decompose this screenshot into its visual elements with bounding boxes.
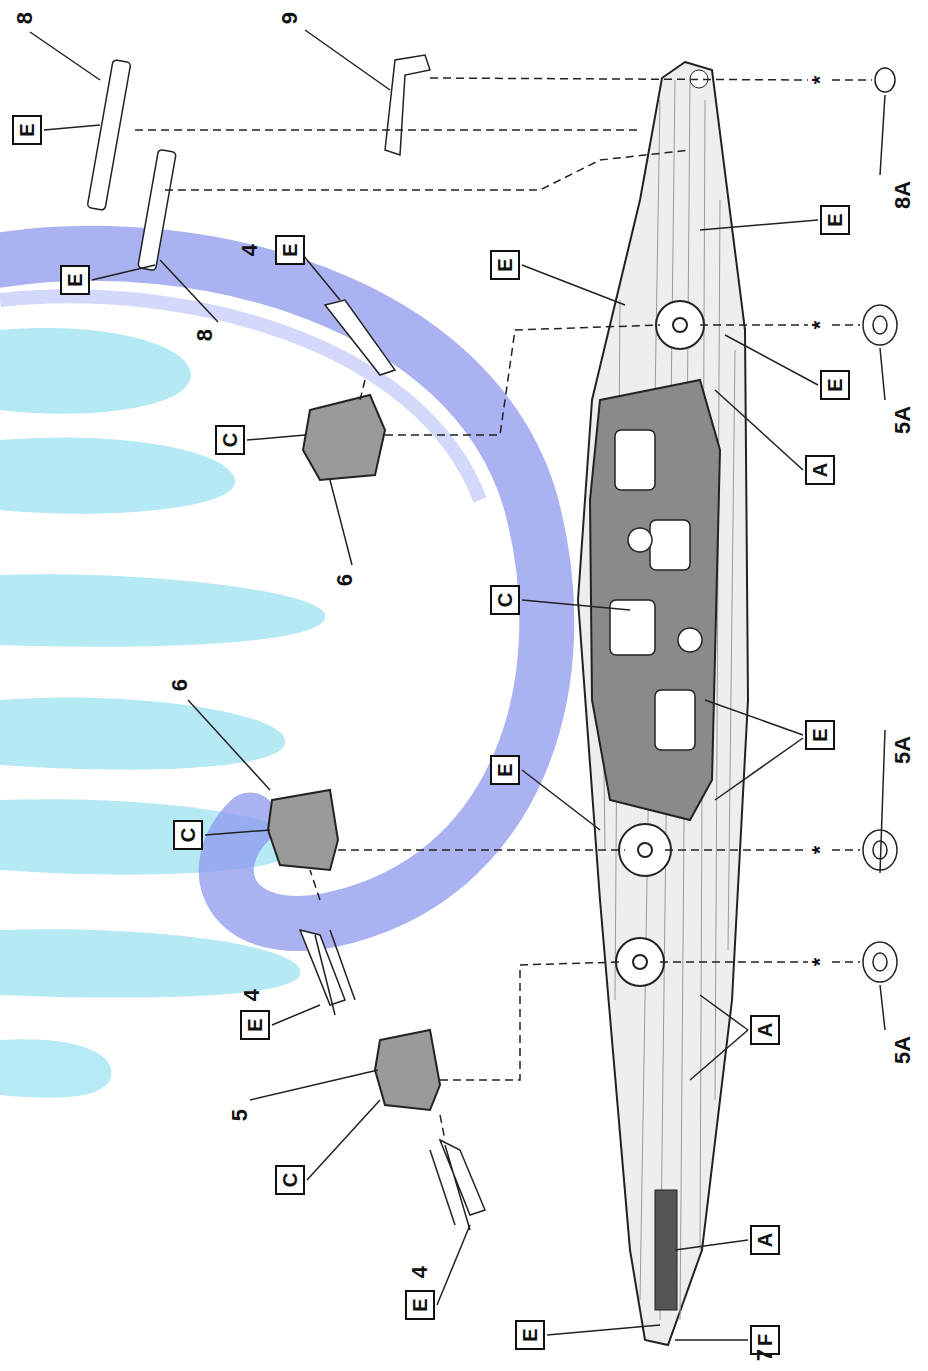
assembly-mark: * [809, 321, 831, 330]
callout-number: 4 [409, 1266, 431, 1278]
callout-number: 5A [892, 406, 914, 434]
part-letter-box: C [275, 1165, 305, 1195]
part-letter: E [810, 728, 830, 741]
callout-number: 4 [241, 989, 263, 1001]
assembly-mark: * [809, 958, 831, 967]
part-letter: F [755, 1334, 775, 1346]
part-letter: E [495, 763, 515, 776]
callout-number: 7 [754, 1349, 776, 1361]
part-letter: E [65, 273, 85, 286]
part-letter-box: C [490, 585, 520, 615]
part-letter-box: C [173, 820, 203, 850]
part-letter: E [17, 123, 37, 136]
part-letter-box: E [820, 205, 850, 235]
part-letter: C [178, 828, 198, 842]
part-letter: E [520, 1328, 540, 1341]
callout-number: 6 [334, 574, 356, 586]
part-letter-box: E [60, 265, 90, 295]
part-letter: E [495, 258, 515, 271]
part-letter-box: E [275, 235, 305, 265]
part-letter-box: E [515, 1320, 545, 1350]
part-letter: C [280, 1173, 300, 1187]
part-letter-box: C [215, 425, 245, 455]
part-letter-box: E [805, 720, 835, 750]
callout-number: 5A [892, 736, 914, 764]
part-letter-box: A [750, 1015, 780, 1045]
part-letter: A [810, 463, 830, 477]
callout-number: 8 [194, 329, 216, 341]
callout-number: 9 [279, 12, 301, 24]
callout-number: 8 [14, 12, 36, 24]
part-letter-box: E [820, 370, 850, 400]
part-letter-box: E [240, 1010, 270, 1040]
part-letter-box: E [405, 1290, 435, 1320]
part-letter: E [410, 1298, 430, 1311]
part-letter-box: E [12, 115, 42, 145]
part-letter: A [755, 1023, 775, 1037]
part-letter: C [220, 433, 240, 447]
part-letter-box: E [490, 755, 520, 785]
part-letter: E [825, 378, 845, 391]
part-letter: C [495, 593, 515, 607]
part-letter-box: A [805, 455, 835, 485]
callout-number: 6 [169, 679, 191, 691]
part-letter: E [280, 243, 300, 256]
assembly-mark: * [809, 76, 831, 85]
part-letter-box: E [490, 250, 520, 280]
assembly-mark: * [809, 846, 831, 855]
callout-number: 8A [892, 181, 914, 209]
part-letter: E [825, 213, 845, 226]
callout-number: 5 [229, 1109, 251, 1121]
part-letter: E [245, 1018, 265, 1031]
part-letter-box: A [750, 1225, 780, 1255]
callout-number: 5A [892, 1036, 914, 1064]
part-letter: A [755, 1233, 775, 1247]
callout-number: 4 [239, 244, 261, 256]
